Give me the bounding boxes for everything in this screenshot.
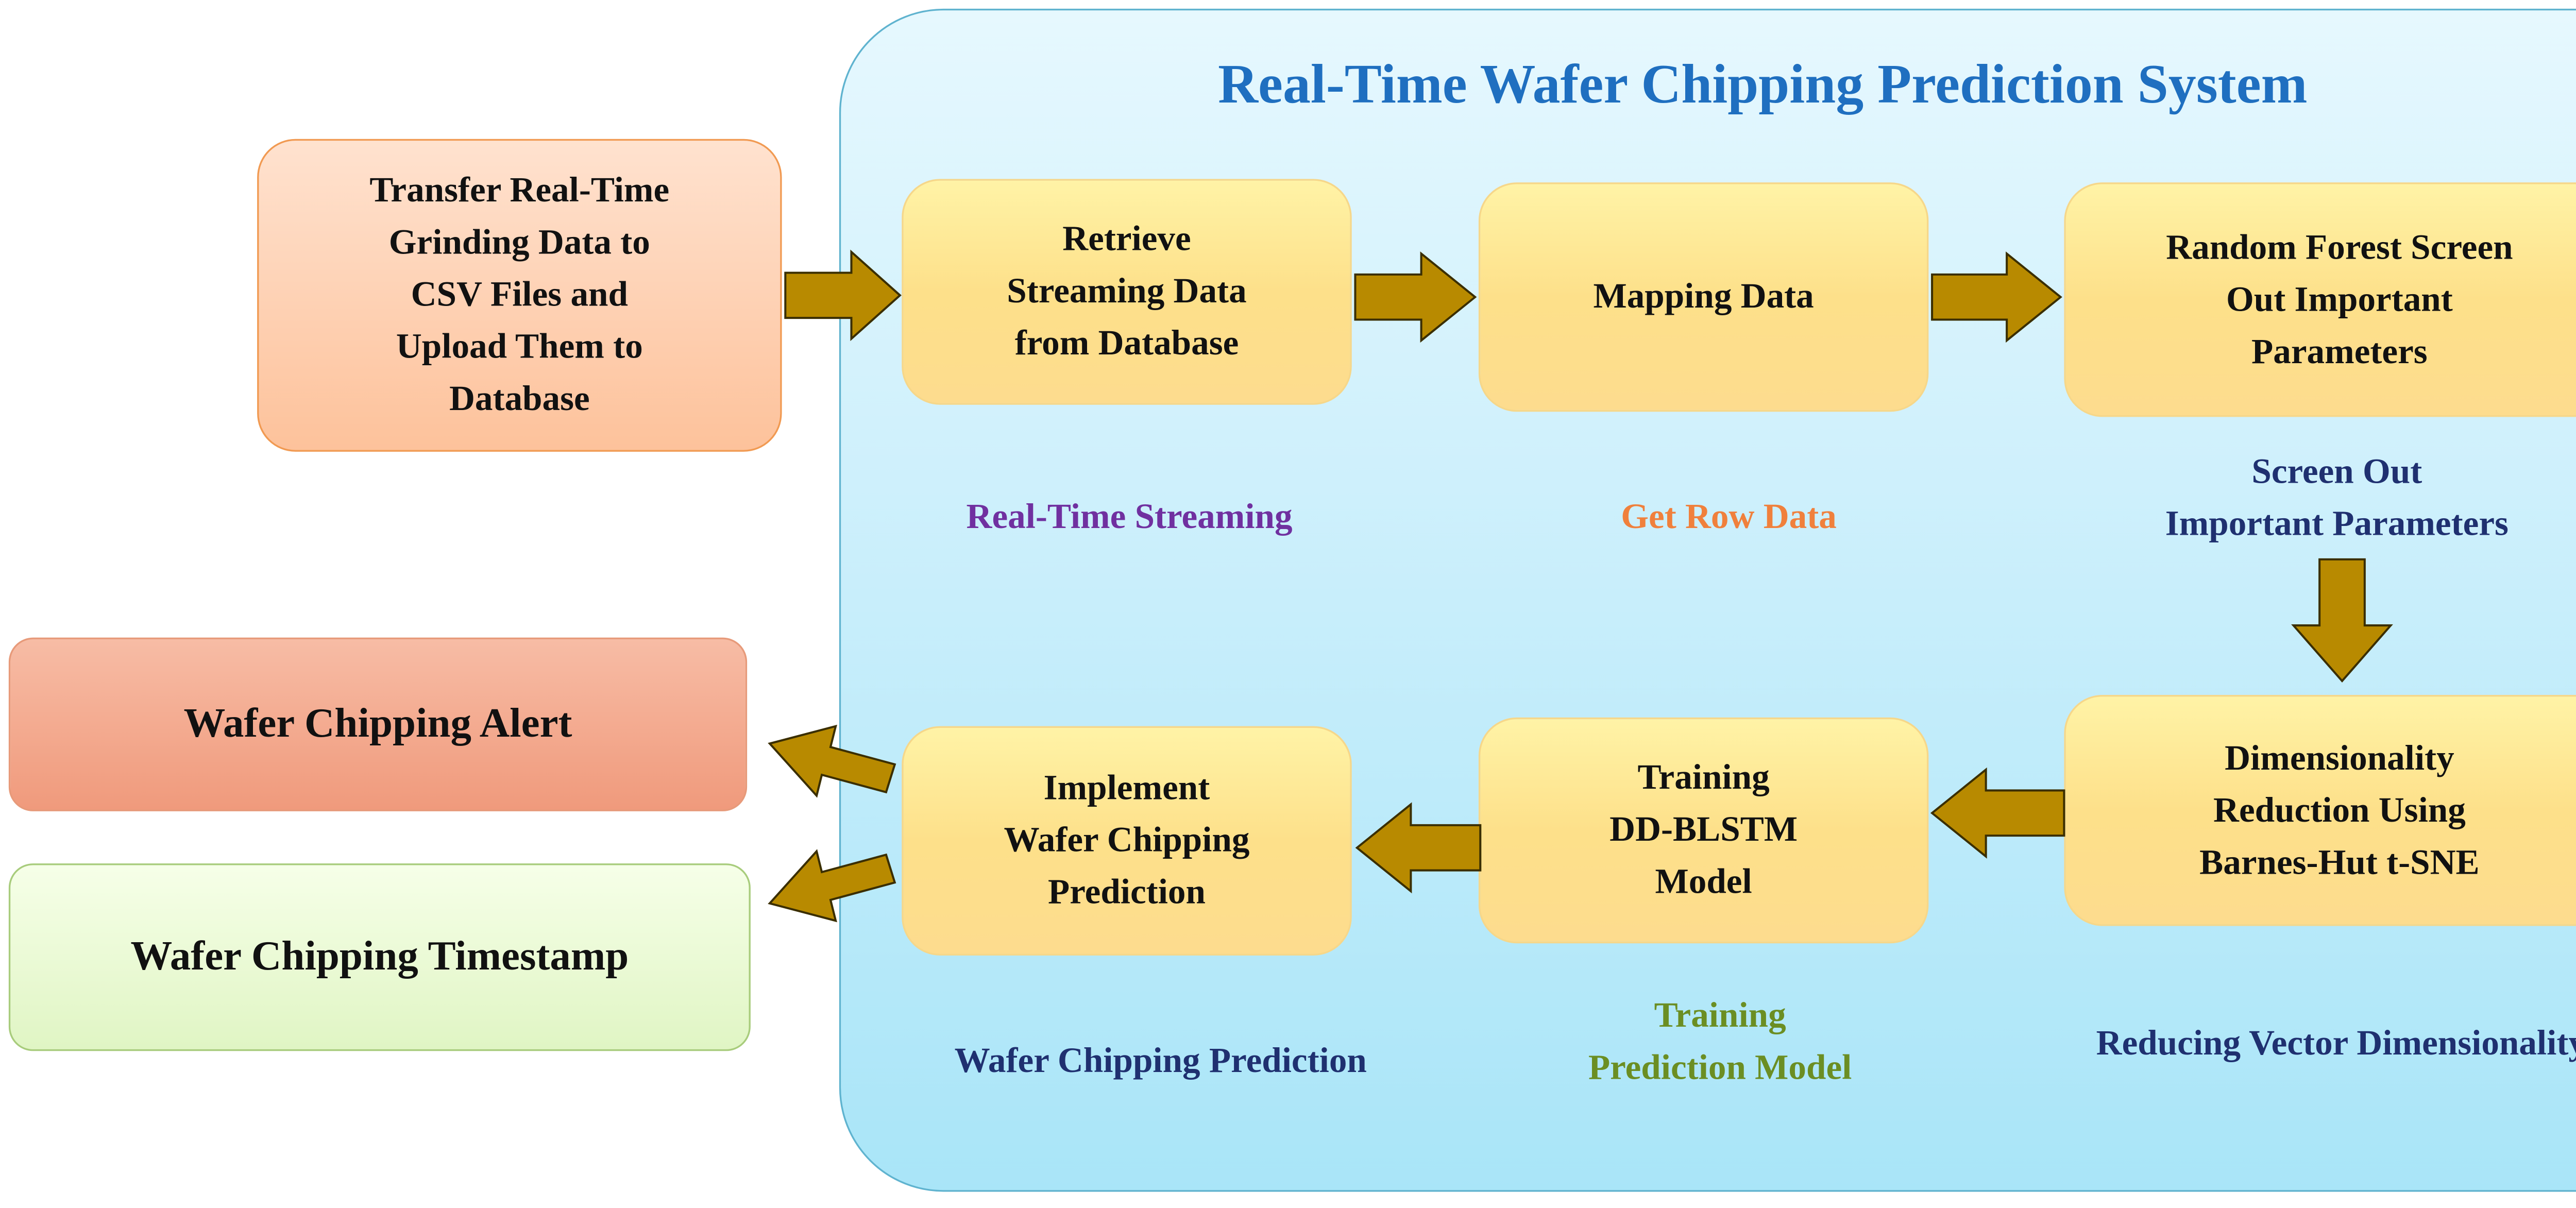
arrow-down-icon — [2291, 558, 2393, 683]
arrow-up-left-icon — [768, 724, 896, 798]
label-get-row-data: Get Row Data — [1621, 498, 1837, 537]
label-reducing-vector-dimensionality: Reducing Vector Dimensionality — [2096, 1025, 2576, 1063]
retrieve-data-box: Retrieve Streaming Data from Database — [902, 179, 1352, 405]
transfer-data-box: Transfer Real-Time Grinding Data to CSV … — [257, 139, 782, 452]
wafer-chipping-alert-box: Wafer Chipping Alert — [8, 637, 748, 811]
arrow-left-icon — [1930, 767, 2065, 859]
arrow-left-icon — [1355, 802, 1482, 894]
label-wafer-chipping-prediction: Wafer Chipping Prediction — [954, 1042, 1367, 1081]
training-model-box: Training DD-BLSTM Model — [1478, 717, 1929, 944]
random-forest-box: Random Forest Screen Out Important Param… — [2064, 182, 2576, 417]
label-real-time-streaming: Real-Time Streaming — [966, 498, 1293, 537]
dimensionality-reduction-box: Dimensionality Reduction Using Barnes-Hu… — [2064, 694, 2576, 926]
arrow-down-left-icon — [768, 849, 896, 923]
arrow-right-icon — [1931, 251, 2062, 343]
wafer-chipping-timestamp-box: Wafer Chipping Timestamp — [8, 863, 751, 1051]
mapping-data-box: Mapping Data — [1478, 182, 1929, 412]
label-screen-out: Screen Out Important Parameters — [2165, 453, 2509, 544]
arrow-right-icon — [784, 249, 902, 342]
label-training-prediction-model: Training Prediction Model — [1588, 997, 1852, 1088]
system-title: Real-Time Wafer Chipping Prediction Syst… — [1218, 52, 2308, 115]
implement-prediction-box: Implement Wafer Chipping Prediction — [902, 726, 1352, 956]
arrow-right-icon — [1354, 251, 1477, 343]
